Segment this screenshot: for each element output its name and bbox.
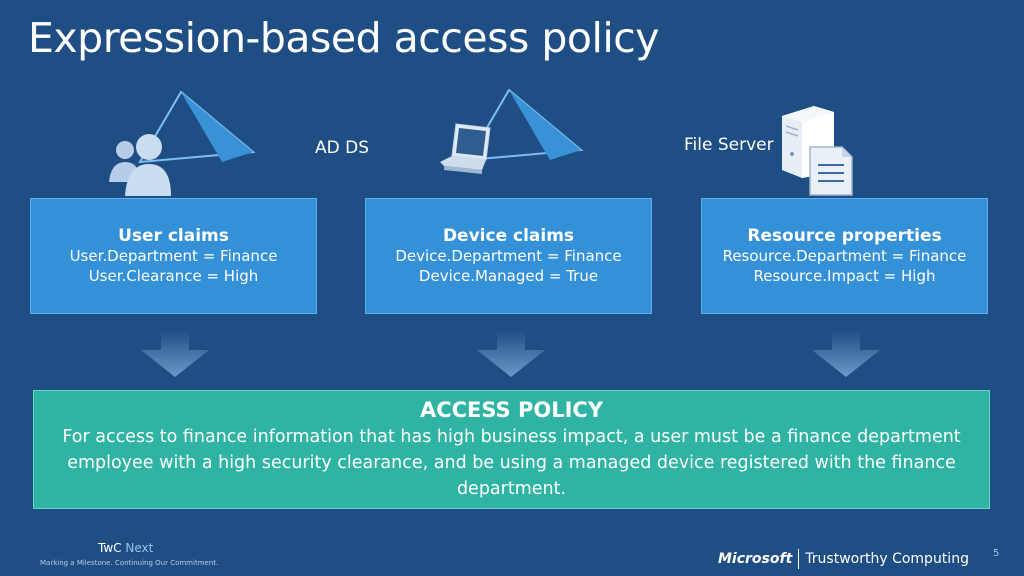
claim-line: Device.Department = Finance	[395, 247, 622, 265]
ad-ds-label: AD DS	[315, 138, 370, 158]
document-icon	[809, 146, 853, 196]
file-server-label: File Server	[684, 135, 774, 155]
claim-line: Resource.Department = Finance	[722, 247, 967, 265]
brand-next-text: Next	[125, 541, 154, 555]
divider	[798, 549, 800, 569]
device-claims-box: Device claims Device.Department = Financ…	[365, 198, 652, 314]
policy-text: For access to finance information that h…	[62, 427, 961, 499]
user-claims-box: User claims User.Department = Finance Us…	[30, 198, 317, 314]
down-arrow-icon	[812, 330, 880, 377]
brand-text: TwC	[98, 541, 122, 555]
resource-properties-box: Resource properties Resource.Department …	[701, 198, 988, 314]
claim-line: Resource.Impact = High	[753, 267, 936, 285]
twc-next-logo: TwC Next	[98, 541, 153, 555]
directory-triangle-icon	[138, 90, 256, 164]
trustworthy-computing-text: Trustworthy Computing	[805, 551, 969, 567]
users-icon	[109, 134, 171, 196]
policy-title: ACCESS POLICY	[419, 398, 604, 422]
access-policy-box: ACCESS POLICY For access to finance info…	[33, 390, 990, 509]
claim-line: Device.Managed = True	[418, 267, 599, 285]
microsoft-logo-text: Microsoft	[718, 551, 793, 567]
microsoft-twc-logo: Microsoft Trustworthy Computing	[718, 549, 969, 569]
down-arrow-icon	[477, 330, 545, 377]
slide-title: Expression-based access policy	[28, 14, 660, 62]
claim-title: Device claims	[442, 226, 575, 246]
down-arrow-icon	[141, 330, 209, 377]
claim-line: User.Clearance = High	[88, 267, 259, 285]
footer-tagline: Marking a Milestone. Continuing Our Comm…	[40, 559, 219, 567]
claim-title: Resource properties	[747, 226, 942, 246]
claim-line: User.Department = Finance	[69, 247, 278, 265]
laptop-icon	[440, 123, 491, 174]
claim-title: User claims	[118, 226, 229, 246]
page-number: 5	[993, 548, 1000, 559]
directory-triangle-icon	[466, 88, 584, 162]
